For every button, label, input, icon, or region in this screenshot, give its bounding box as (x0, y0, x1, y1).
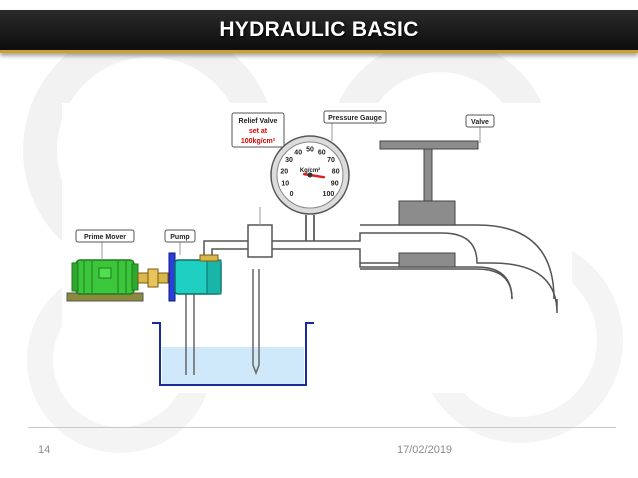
pump-icon (174, 254, 222, 295)
gauge-tick-label: 70 (327, 157, 335, 164)
reservoir-tank (152, 322, 314, 386)
relief-valve-icon (247, 207, 273, 258)
gauge-tick-label: 0 (290, 191, 294, 198)
pump-flange (168, 252, 176, 302)
label-valve: Valve (465, 114, 495, 128)
gauge-unit: Kg/cm² (300, 167, 320, 174)
svg-text:Valve: Valve (471, 119, 489, 126)
gauge-tick-label: 100 (323, 191, 335, 198)
outlet-pipe (360, 224, 555, 300)
slide-title: HYDRAULIC BASIC (219, 18, 419, 41)
footer-divider (28, 427, 616, 428)
slide-number: 14 (38, 444, 51, 456)
slide-date: 17/02/2019 (397, 444, 453, 456)
svg-text:set at: set at (249, 128, 268, 135)
label-pressure-gauge: Pressure Gauge (323, 110, 387, 124)
label-prime-mover: Prime Mover (75, 229, 135, 243)
gauge-tick-label: 40 (294, 149, 302, 156)
svg-text:100kg/cm²: 100kg/cm² (241, 138, 276, 145)
svg-text:Pump: Pump (170, 234, 189, 241)
callout-lines (101, 123, 481, 260)
svg-text:Prime Mover: Prime Mover (84, 234, 126, 241)
gauge-tick-label: 60 (318, 149, 326, 156)
svg-text:Pressure Gauge: Pressure Gauge (328, 115, 382, 122)
gauge-tick-label: 20 (280, 168, 288, 175)
gauge-tick-label: 10 (281, 181, 289, 188)
gauge-tick-label: 50 (306, 147, 314, 154)
gauge-needle (302, 172, 326, 179)
label-relief-valve: Relief Valve set at 100kg/cm² (231, 112, 285, 148)
gauge-tick-label: 30 (285, 157, 293, 164)
gauge-tick-label: 90 (331, 181, 339, 188)
svg-text:Relief Valve: Relief Valve (239, 118, 278, 125)
valve-icon (379, 140, 479, 268)
gauge-tick-label: 80 (332, 168, 340, 175)
motor-icon (71, 259, 139, 295)
gauge-stem (305, 215, 315, 241)
coupling-icon (137, 268, 169, 288)
title-bar: HYDRAULIC BASIC (0, 10, 638, 53)
label-pump: Pump (164, 229, 196, 243)
